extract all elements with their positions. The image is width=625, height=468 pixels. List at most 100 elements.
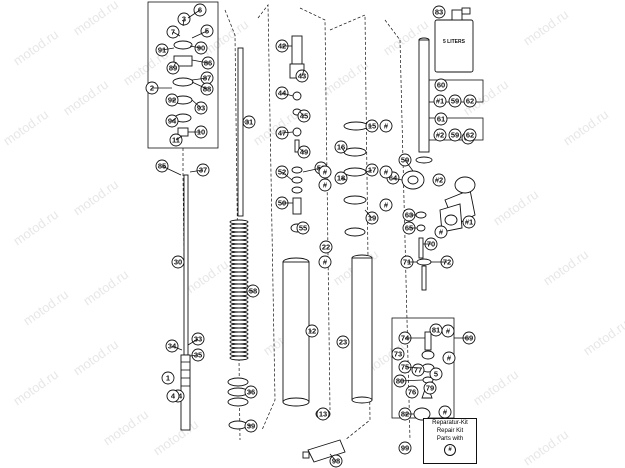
cartridge-rod — [180, 174, 191, 431]
connector-line — [384, 19, 411, 441]
leader-line — [161, 165, 182, 176]
leader-line — [301, 69, 305, 77]
svg-text:#: # — [323, 258, 328, 267]
svg-text:62: 62 — [466, 131, 474, 140]
hash-marker: # — [379, 165, 393, 179]
callout-13: 13 — [316, 407, 330, 421]
svg-text:#2: #2 — [435, 176, 443, 185]
hash-marker: # — [318, 178, 332, 192]
svg-text:55: 55 — [299, 224, 307, 233]
svg-text:13: 13 — [319, 410, 327, 419]
spring-coil — [229, 223, 249, 229]
svg-text:30: 30 — [174, 258, 182, 267]
outer-tube-12 — [282, 257, 310, 407]
callout-5-kit: 5 — [429, 367, 443, 381]
spring-coil — [229, 275, 249, 281]
leader-line — [191, 30, 208, 39]
leader-line — [189, 169, 204, 173]
leader-line — [298, 147, 305, 153]
spring-coil — [229, 251, 249, 257]
kit-line-2: Repair Kit — [436, 428, 464, 434]
svg-text:79: 79 — [426, 384, 434, 393]
spring-coil — [229, 291, 249, 297]
leader-line — [191, 99, 202, 109]
fork-tube-58 — [415, 37, 433, 164]
leader-line — [191, 77, 208, 81]
callout-79: 79 — [423, 381, 437, 395]
spring-coil — [229, 227, 249, 233]
leader-line — [171, 345, 183, 351]
hash-marker: # — [442, 351, 456, 365]
kit-hash-icon: # — [444, 444, 456, 456]
svg-text:#: # — [323, 168, 328, 177]
svg-text:4: 4 — [171, 392, 176, 401]
spring-coil — [229, 335, 249, 341]
svg-text:#: # — [447, 354, 452, 363]
spring-coil — [229, 299, 249, 305]
spring-coil — [229, 271, 249, 277]
kit60-ref-2: 62 — [463, 94, 477, 108]
hash-marker: # — [318, 255, 332, 269]
svg-text:81: 81 — [432, 326, 440, 335]
callout-76: 76 — [405, 385, 419, 399]
callout-30: 30 — [171, 255, 185, 269]
leader-line — [404, 159, 414, 172]
kit61-ref-1: 59 — [448, 128, 462, 142]
hash-marker: # — [318, 165, 332, 179]
leader-line — [340, 177, 347, 181]
spring-coil — [229, 311, 249, 317]
spring-coil — [229, 315, 249, 321]
leader-line — [189, 354, 199, 357]
leader-line — [281, 171, 293, 181]
callout-hash-2: #2 — [432, 173, 446, 187]
svg-text:#1: #1 — [436, 97, 444, 106]
spring-coil — [229, 307, 249, 313]
callout-60: 60 — [434, 78, 448, 92]
spring-coil — [229, 283, 249, 289]
svg-text:83: 83 — [435, 8, 443, 17]
callout-73: 73 — [391, 347, 405, 361]
svg-text:#: # — [446, 327, 451, 336]
leader-line — [191, 59, 209, 64]
leader-line — [171, 117, 177, 122]
inner-tube-23 — [351, 254, 373, 404]
svg-text:#: # — [384, 201, 389, 210]
svg-text:#: # — [443, 408, 448, 417]
leader-lines — [152, 9, 469, 462]
callout-hash-1: #1 — [462, 215, 476, 229]
svg-text:#: # — [439, 228, 444, 237]
leader-line — [281, 92, 294, 97]
hash-marker: # — [379, 198, 393, 212]
spring-coil — [229, 319, 249, 325]
spring-coil — [229, 331, 249, 337]
spring-58 — [229, 219, 249, 361]
svg-text:77: 77 — [414, 366, 422, 375]
spring-coil — [229, 231, 249, 237]
leader-line — [189, 45, 202, 49]
leader-line — [172, 61, 177, 69]
leader-line — [187, 338, 199, 346]
spring-coil — [229, 259, 249, 265]
kit61-ref-2: 62 — [463, 128, 477, 142]
leader-line — [281, 131, 294, 134]
spring-coil — [229, 355, 249, 361]
spring-coil — [229, 247, 249, 253]
callout-83: 83 — [432, 5, 446, 19]
spring-coil — [229, 303, 249, 309]
svg-text:59: 59 — [451, 97, 459, 106]
leader-line — [404, 366, 423, 369]
hash-marker: # — [434, 225, 448, 239]
svg-text:#: # — [323, 181, 328, 190]
hash-marker: # — [379, 119, 393, 133]
damper-rod-31 — [237, 47, 244, 217]
leader-line — [340, 146, 346, 153]
leader-line — [302, 167, 322, 173]
leader-line — [392, 177, 403, 181]
kit-line-1: Reparatur-Kit — [432, 420, 468, 426]
svg-text:1: 1 — [166, 374, 170, 383]
leader-line — [399, 379, 424, 382]
callout-81: 81 — [429, 323, 443, 337]
spring-coil — [229, 323, 249, 329]
svg-text:62: 62 — [466, 97, 474, 106]
seals-15-19 — [343, 121, 369, 237]
